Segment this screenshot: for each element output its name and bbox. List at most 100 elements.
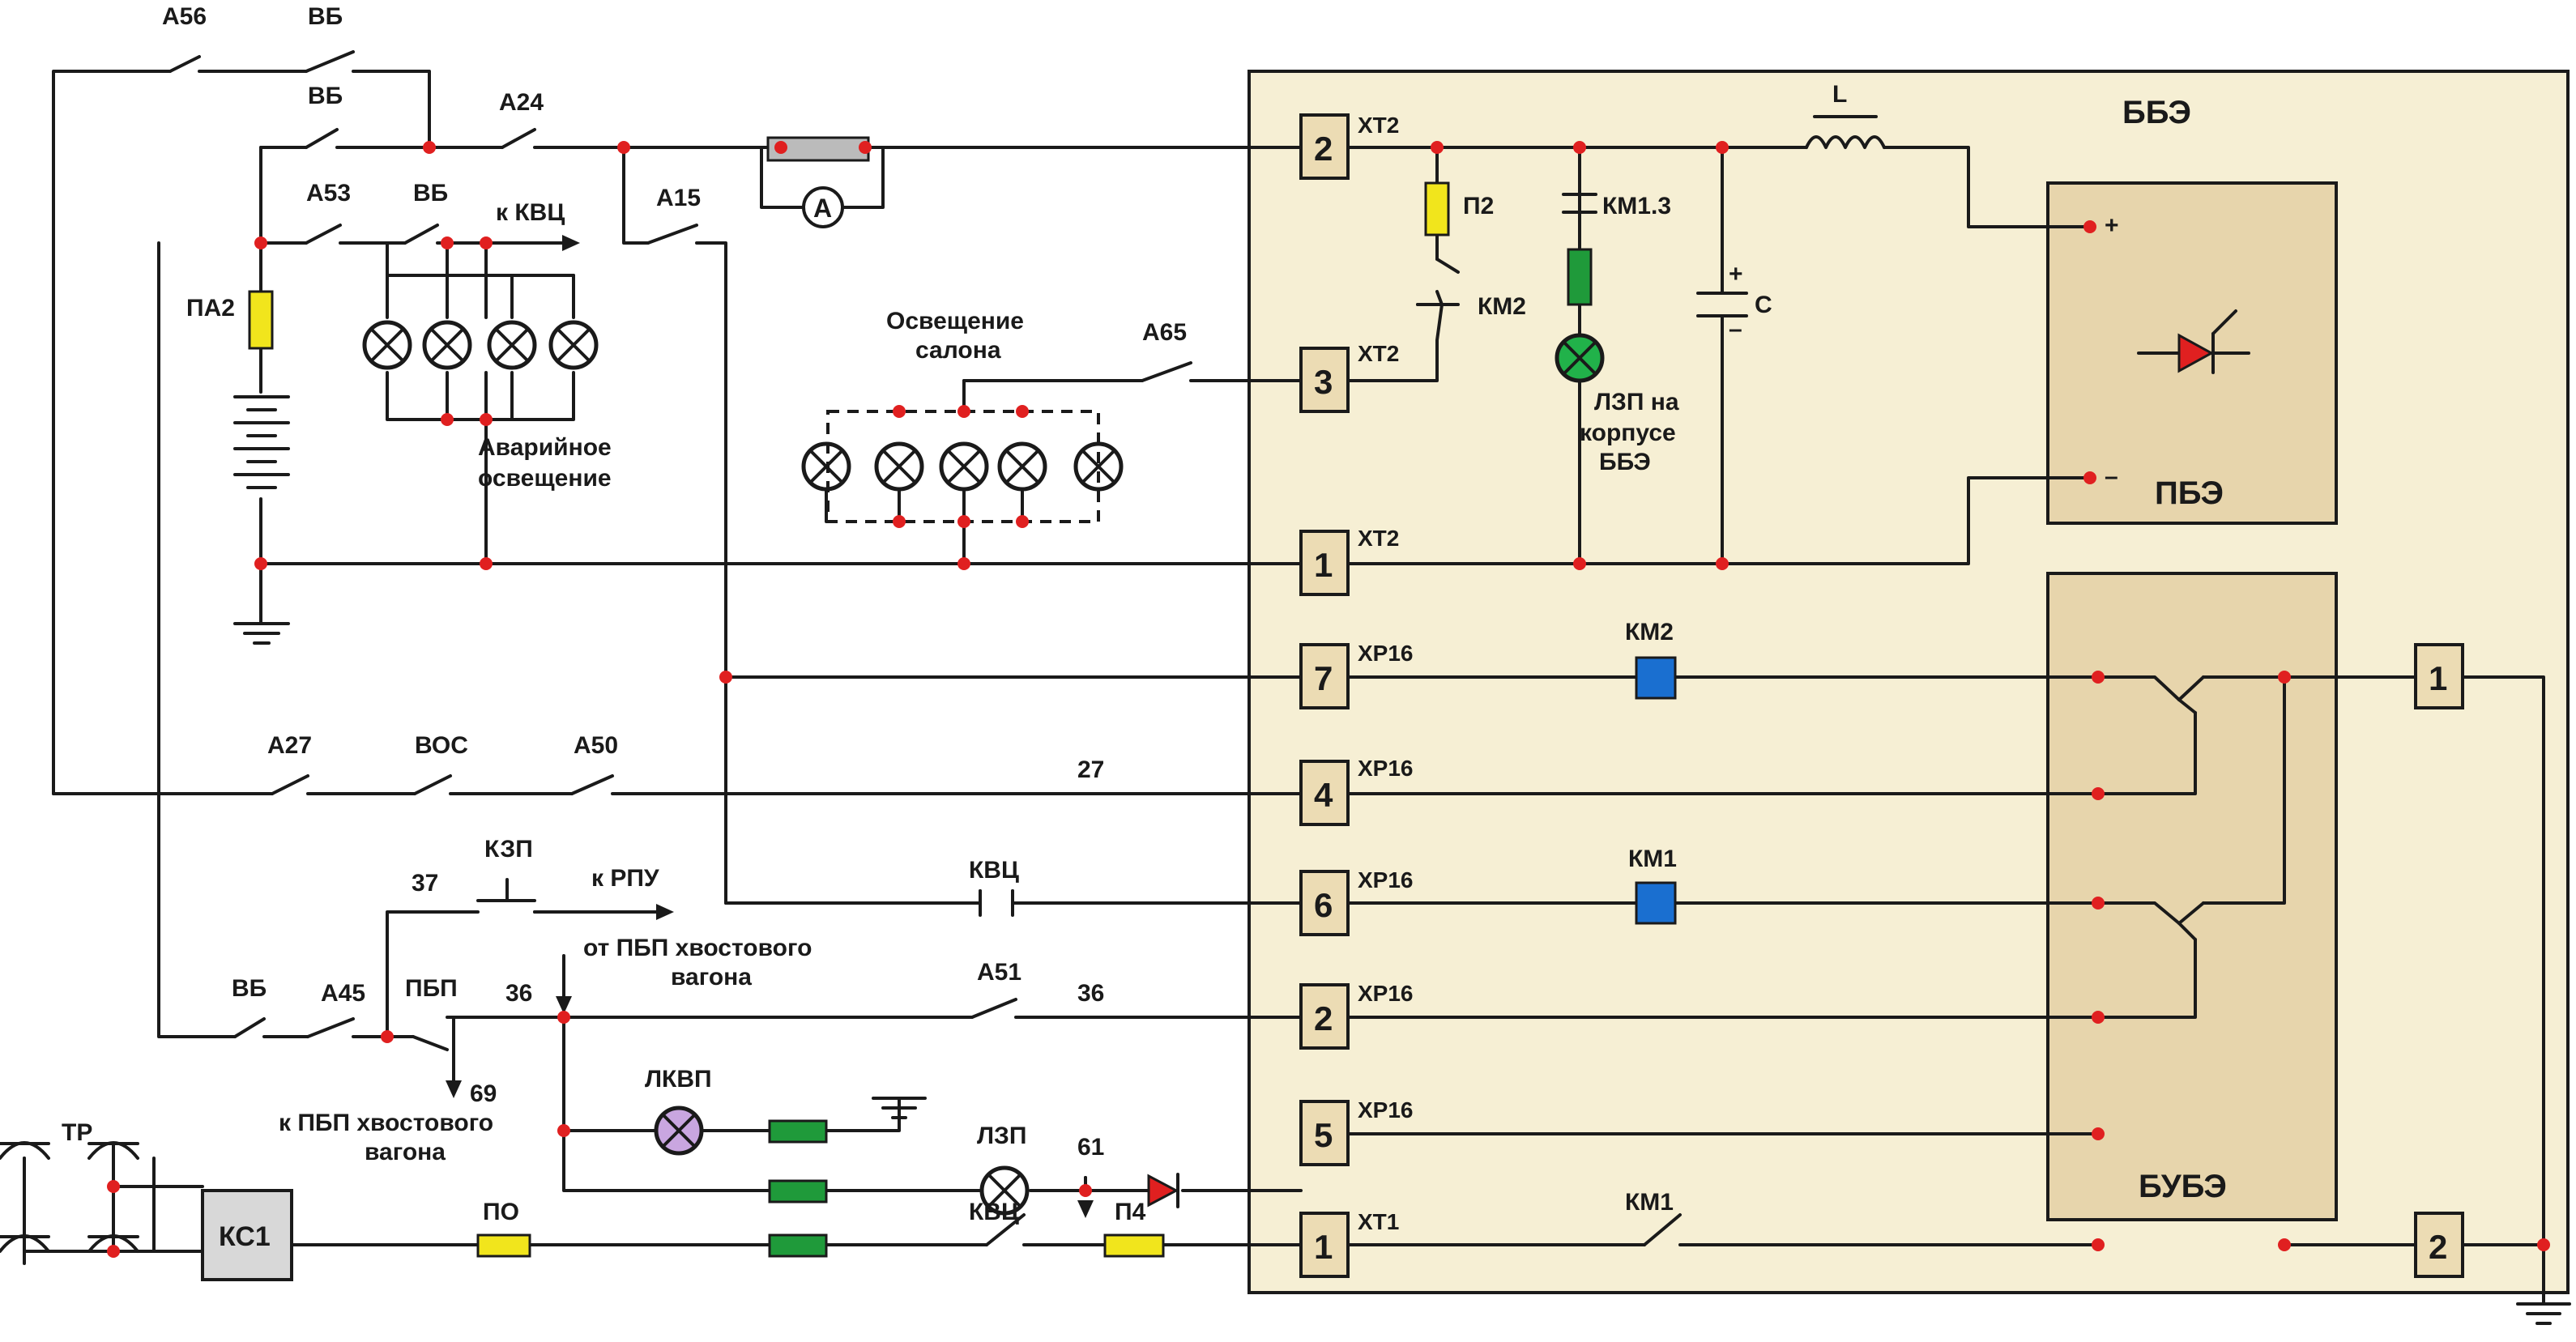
label-a24: А24 <box>499 89 544 116</box>
label-coil-km2: КМ2 <box>1625 619 1674 645</box>
label-salon-1: Освещение <box>886 308 1024 334</box>
label-wire-27: 27 <box>1077 756 1104 783</box>
resistor-km13 <box>1567 248 1593 306</box>
terminal-xt2-3-num: 3 <box>1314 363 1333 401</box>
label-emergency-2: освещение <box>478 465 612 492</box>
label-from-pbp-2: вагона <box>671 964 752 991</box>
resistor-bottom <box>768 1233 828 1258</box>
ground-icons <box>233 622 2571 1325</box>
label-a50: А50 <box>574 732 618 759</box>
resistor-lzp <box>768 1179 828 1204</box>
label-a15: А15 <box>656 185 701 211</box>
label-vb3: ВБ <box>413 180 448 207</box>
label-wire-36b: 36 <box>1077 980 1104 1007</box>
battery-icon <box>233 395 290 489</box>
terminal-xt1-1-conn: XT1 <box>1358 1209 1399 1234</box>
terminal-out-1-num: 1 <box>2429 659 2447 697</box>
label-lzp: ЛЗП <box>977 1123 1026 1149</box>
label-kvc-2: КВЦ <box>969 1199 1019 1225</box>
terminal-xp16-5-num: 5 <box>1314 1116 1333 1154</box>
label-pa2: ПА2 <box>186 295 235 322</box>
label-lzp-body-3: ББЭ <box>1599 449 1651 475</box>
fuse-po <box>476 1233 531 1258</box>
terminal-xp16-2-conn: XP16 <box>1358 981 1414 1006</box>
wires <box>23 70 2545 1306</box>
label-vb1: ВБ <box>308 3 343 30</box>
fuse-p2 <box>1424 181 1450 236</box>
label-vb4: ВБ <box>232 975 267 1002</box>
label-lzp-body-2: корпусе <box>1580 420 1676 446</box>
label-lkvp: ЛКВП <box>645 1066 712 1093</box>
resistor-lkvp <box>768 1119 828 1144</box>
label-km1-contact: КМ1 <box>1625 1189 1674 1216</box>
label-pbp: ПБП <box>405 975 458 1002</box>
terminal-xt2-2-num: 2 <box>1314 130 1333 168</box>
label-cap-minus: – <box>1729 316 1742 343</box>
label-a27: А27 <box>267 732 312 759</box>
terminal-xt2-2-conn: XT2 <box>1358 113 1399 138</box>
label-wire-69: 69 <box>470 1080 497 1107</box>
label-to-pbp-2: вагона <box>365 1139 446 1165</box>
label-to-kvc: к КВЦ <box>496 199 565 226</box>
terminal-out-2-num: 2 <box>2429 1228 2447 1266</box>
terminal-xt2-1-num: 1 <box>1314 546 1333 584</box>
terminal-xp16-7-conn: XP16 <box>1358 641 1414 666</box>
label-lzp-body-1: ЛЗП на <box>1594 389 1679 415</box>
label-wire-37: 37 <box>412 870 438 897</box>
label-a65: А65 <box>1142 319 1187 346</box>
label-p4: П4 <box>1115 1199 1146 1225</box>
inductor-icon <box>1805 135 1886 149</box>
bbe-block <box>1247 70 2570 1294</box>
label-p2: П2 <box>1463 193 1494 219</box>
label-vb2: ВБ <box>308 83 343 109</box>
label-from-pbp-1: от ПБП хвостового <box>583 935 812 961</box>
label-a53: А53 <box>306 180 351 207</box>
terminal-xt1-1-num: 1 <box>1314 1228 1333 1266</box>
terminal-xp16-5-conn: XP16 <box>1358 1097 1414 1123</box>
label-tr: ТР <box>62 1119 92 1146</box>
label-cap-plus: + <box>1729 261 1743 288</box>
transistor-icons <box>2096 675 2221 941</box>
label-pbe-minus: – <box>2105 463 2118 490</box>
label-vos: ВОС <box>415 732 468 759</box>
label-wire-36a: 36 <box>505 980 532 1007</box>
terminal-xp16-7-num: 7 <box>1314 659 1333 697</box>
arrows <box>446 235 1094 1218</box>
coil-km2 <box>1635 656 1677 700</box>
ks1-box <box>201 1189 293 1281</box>
pbe-label: ПБЭ <box>2155 475 2224 511</box>
capacitor-icon <box>1696 292 1748 317</box>
label-kvc-1: КВЦ <box>969 857 1019 884</box>
bbe-label: ББЭ <box>2122 95 2191 130</box>
label-a45: А45 <box>321 980 365 1007</box>
label-c: С <box>1755 292 1772 318</box>
label-wire-61: 61 <box>1077 1134 1104 1161</box>
coil-km1 <box>1635 881 1677 925</box>
terminal-xp16-6-num: 6 <box>1314 886 1333 924</box>
bube-label: БУБЭ <box>2139 1169 2227 1204</box>
label-emergency-1: Аварийное <box>478 434 612 461</box>
fuse-p4 <box>1103 1233 1165 1258</box>
label-l: L <box>1832 81 1847 108</box>
label-km2-contact: КМ2 <box>1478 293 1526 320</box>
fuse-pa2 <box>248 290 274 350</box>
pantograph-icons <box>0 1141 139 1253</box>
terminal-xp16-4-num: 4 <box>1314 776 1333 814</box>
label-ks1: КС1 <box>219 1221 271 1252</box>
label-km13: КМ1.3 <box>1602 193 1671 219</box>
thyristor-icon <box>2137 309 2250 374</box>
label-coil-km1: КМ1 <box>1628 846 1677 872</box>
terminal-xt2-1-conn: XT2 <box>1358 526 1399 551</box>
label-salon-2: салона <box>915 337 1001 364</box>
diode-icon <box>1147 1173 1179 1208</box>
switch-contacts <box>168 50 1682 1246</box>
terminal-xt2-3-conn: XT2 <box>1358 341 1399 366</box>
label-to-rpu: к РПУ <box>591 865 659 892</box>
terminals <box>1299 113 2464 1278</box>
terminal-xp16-2-num: 2 <box>1314 999 1333 1037</box>
terminal-xp16-6-conn: XP16 <box>1358 867 1414 893</box>
junction-dots <box>107 141 2550 1258</box>
terminal-xp16-4-conn: XP16 <box>1358 756 1414 781</box>
label-po: ПО <box>483 1199 519 1225</box>
